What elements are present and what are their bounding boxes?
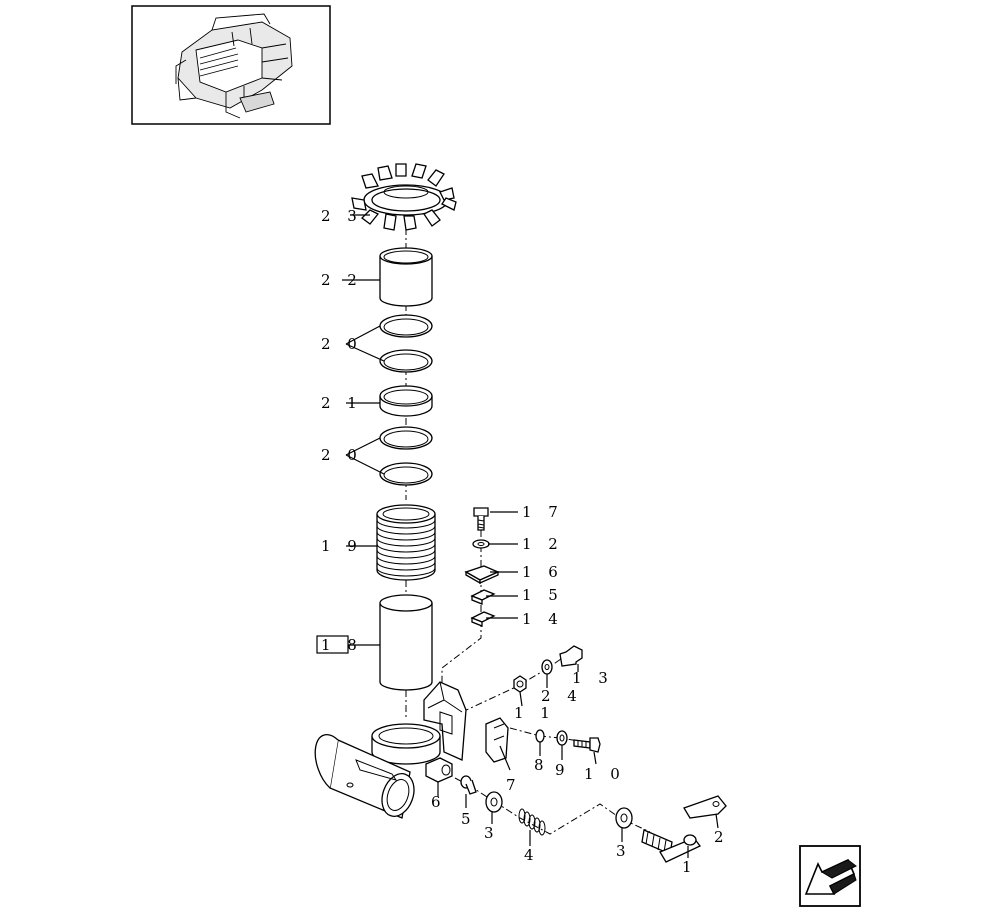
part-20-ring-bottom-b xyxy=(379,462,433,486)
part-10-bolt xyxy=(573,737,601,753)
part-8-washer xyxy=(535,729,545,743)
label-20-top: 2 0 xyxy=(321,335,363,353)
part-23-sprocket xyxy=(351,163,457,231)
part-14-clip xyxy=(470,611,496,627)
part-17-bolt xyxy=(473,507,489,531)
label-15: 1 5 xyxy=(522,586,564,604)
part-20-ring-top-b xyxy=(379,349,433,373)
label-6: 6 xyxy=(431,793,447,811)
label-3-right: 3 xyxy=(616,842,632,860)
label-16: 1 6 xyxy=(522,563,564,581)
part-18-label-box xyxy=(316,635,349,654)
label-4: 4 xyxy=(524,846,540,864)
label-20-bottom: 2 0 xyxy=(321,446,363,464)
part-16-plate xyxy=(464,565,500,585)
label-3-left: 3 xyxy=(484,824,500,842)
part-24-washer xyxy=(541,659,553,675)
part-1-handle-pin xyxy=(641,829,701,863)
label-19: 1 9 xyxy=(321,537,363,555)
label-21: 2 1 xyxy=(321,394,363,412)
label-17: 1 7 xyxy=(522,503,564,521)
label-13: 1 3 xyxy=(572,669,614,687)
part-2-clip xyxy=(683,795,727,819)
label-18: 1 8 xyxy=(321,636,363,654)
part-20-ring-top-a xyxy=(379,314,433,338)
part-20-ring-bottom-a xyxy=(379,426,433,450)
part-13-bolt xyxy=(559,645,583,667)
part-11-nut xyxy=(513,675,527,693)
label-7: 7 xyxy=(506,776,522,794)
part-21-ring xyxy=(379,385,433,417)
back-arrow-icon[interactable] xyxy=(799,845,861,907)
part-15-clip xyxy=(470,589,496,605)
part-12-washer xyxy=(472,539,490,549)
part-19-bellows xyxy=(376,504,436,581)
part-9-washer xyxy=(556,730,568,746)
label-1: 1 xyxy=(682,858,698,876)
part-3-washer-a xyxy=(485,791,503,813)
label-24: 2 4 xyxy=(541,687,583,705)
label-11: 1 1 xyxy=(514,704,556,722)
part-3-washer-b xyxy=(615,807,633,829)
label-5: 5 xyxy=(461,810,477,828)
base-housing xyxy=(314,681,467,819)
part-7-bracket xyxy=(485,717,509,763)
label-2: 2 xyxy=(714,828,730,846)
label-10: 1 0 xyxy=(584,765,626,783)
label-8: 8 xyxy=(534,756,550,774)
part-22-bushing xyxy=(379,247,433,307)
part-5-pin xyxy=(460,775,477,795)
part-labels: 2 3 2 2 2 0 2 1 2 0 1 9 1 8 1 7 1 2 1 6 … xyxy=(321,207,730,876)
part-4-spring xyxy=(518,808,546,836)
label-9: 9 xyxy=(555,761,571,779)
label-22: 2 2 xyxy=(321,271,363,289)
label-14: 1 4 xyxy=(522,610,564,628)
machine-thumbnail-icon[interactable] xyxy=(131,5,331,125)
label-23: 2 3 xyxy=(321,207,363,225)
part-18-tube xyxy=(379,594,433,691)
leader-lines xyxy=(342,214,719,858)
label-12: 1 2 xyxy=(522,535,564,553)
